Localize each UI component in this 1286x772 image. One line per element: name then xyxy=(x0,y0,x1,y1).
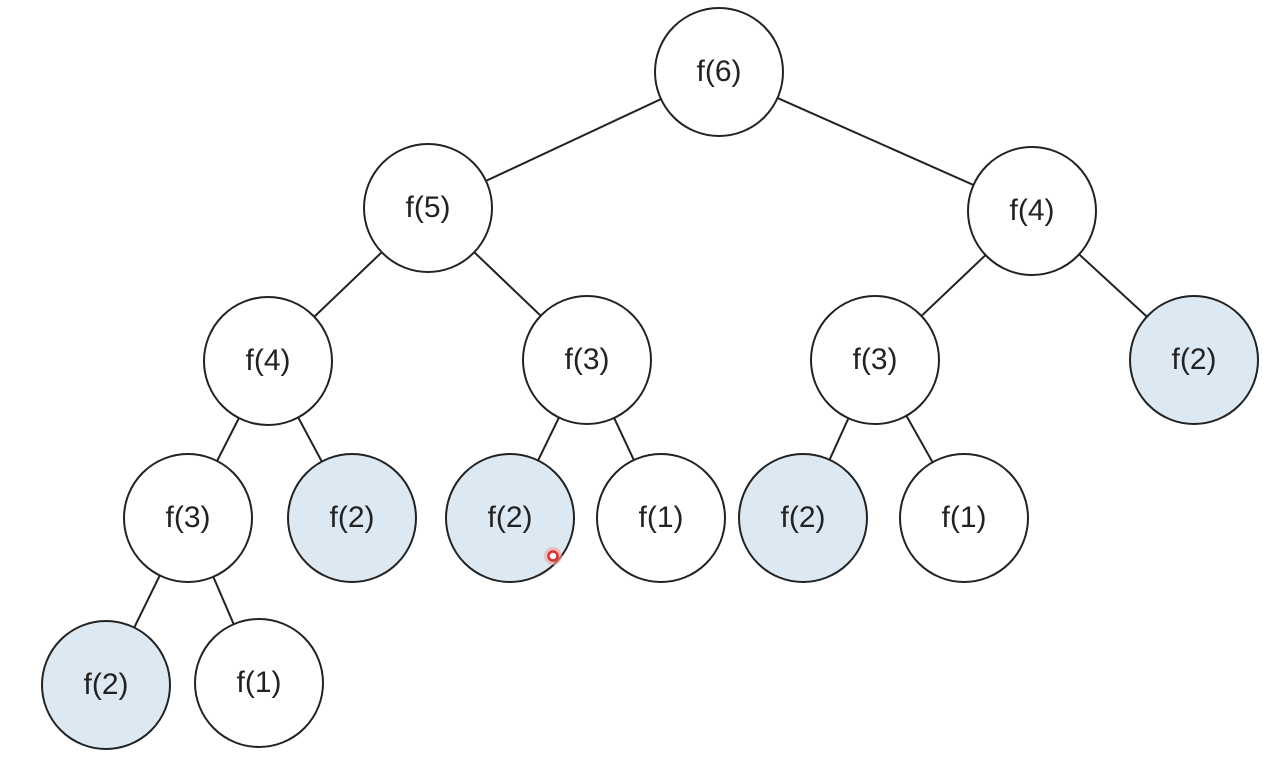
node-label: f(2) xyxy=(330,501,375,534)
node-label: f(3) xyxy=(166,501,211,534)
node-label: f(2) xyxy=(488,501,533,534)
node-label: f(1) xyxy=(639,501,684,534)
tree-node: f(1) xyxy=(194,618,324,748)
tree-node-repeated: f(2) xyxy=(1129,295,1259,425)
nodes-layer: f(6) f(5) f(4) f(4) f(3) f(3) f(2) f(3) f(2) f(2)… xyxy=(41,7,1259,750)
node-circle xyxy=(738,453,868,583)
tree-node: f(3) xyxy=(522,295,652,425)
tree-node: f(4) xyxy=(967,146,1097,276)
node-circle xyxy=(203,296,333,426)
tree-node-repeated: f(2) xyxy=(445,453,575,583)
tree-node: f(3) xyxy=(810,295,940,425)
node-circle xyxy=(194,618,324,748)
tree-node: f(5) xyxy=(363,143,493,273)
node-label: f(5) xyxy=(406,191,451,224)
node-circle xyxy=(1129,295,1259,425)
node-circle xyxy=(899,453,1029,583)
tree-node-repeated: f(2) xyxy=(287,453,417,583)
node-circle xyxy=(363,143,493,273)
node-circle xyxy=(287,453,417,583)
node-label: f(4) xyxy=(246,344,291,377)
tree-node-repeated: f(2) xyxy=(41,620,171,750)
node-circle xyxy=(810,295,940,425)
tree-node: f(1) xyxy=(596,453,726,583)
tree-node: f(1) xyxy=(899,453,1029,583)
node-circle xyxy=(123,453,253,583)
node-label: f(4) xyxy=(1010,194,1055,227)
tree-node: f(3) xyxy=(123,453,253,583)
node-circle xyxy=(596,453,726,583)
node-circle xyxy=(654,7,784,137)
tree-node: f(4) xyxy=(203,296,333,426)
node-circle xyxy=(522,295,652,425)
mouse-cursor-indicator xyxy=(544,547,562,565)
node-label: f(2) xyxy=(84,668,129,701)
node-label: f(1) xyxy=(237,666,282,699)
node-circle xyxy=(41,620,171,750)
tree-node: f(6) xyxy=(654,7,784,137)
node-circle xyxy=(967,146,1097,276)
tree-node-repeated: f(2) xyxy=(738,453,868,583)
node-label: f(2) xyxy=(1172,343,1217,376)
node-label: f(3) xyxy=(565,343,610,376)
node-label: f(6) xyxy=(697,55,742,88)
node-label: f(2) xyxy=(781,501,826,534)
node-label: f(3) xyxy=(853,343,898,376)
node-label: f(1) xyxy=(942,501,987,534)
node-circle xyxy=(445,453,575,583)
